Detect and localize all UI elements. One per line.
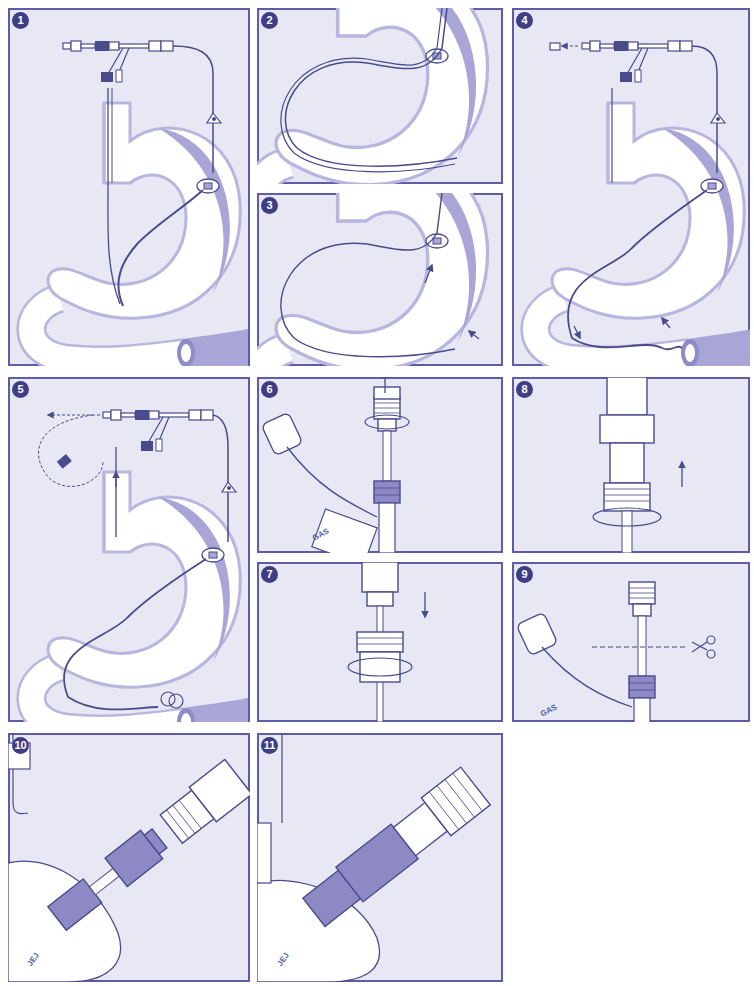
step-number: 8 bbox=[516, 381, 533, 398]
step-number: 7 bbox=[261, 566, 278, 583]
step-number: 4 bbox=[516, 12, 533, 29]
step-panel: 8 bbox=[512, 377, 750, 553]
step-number: 9 bbox=[516, 566, 533, 583]
step-panel: 9 bbox=[512, 562, 750, 722]
step-panel: 7 bbox=[257, 562, 503, 722]
step-number: 3 bbox=[261, 197, 278, 214]
step-panel: 2 bbox=[257, 8, 503, 184]
step-number: 2 bbox=[261, 12, 278, 29]
step-number: 6 bbox=[261, 381, 278, 398]
step-panel: 6 bbox=[257, 377, 503, 553]
step-number: 1 bbox=[12, 12, 29, 29]
step-panel: 10 bbox=[8, 733, 250, 982]
step-panel: 11 bbox=[257, 733, 503, 982]
step-number: 11 bbox=[261, 737, 278, 754]
step-panel: 1 bbox=[8, 8, 250, 366]
step-panel: 3 bbox=[257, 193, 503, 366]
step-number: 10 bbox=[12, 737, 29, 754]
step-panel: 5 bbox=[8, 377, 250, 722]
step-panel: 4 bbox=[512, 8, 750, 366]
step-number: 5 bbox=[12, 381, 29, 398]
